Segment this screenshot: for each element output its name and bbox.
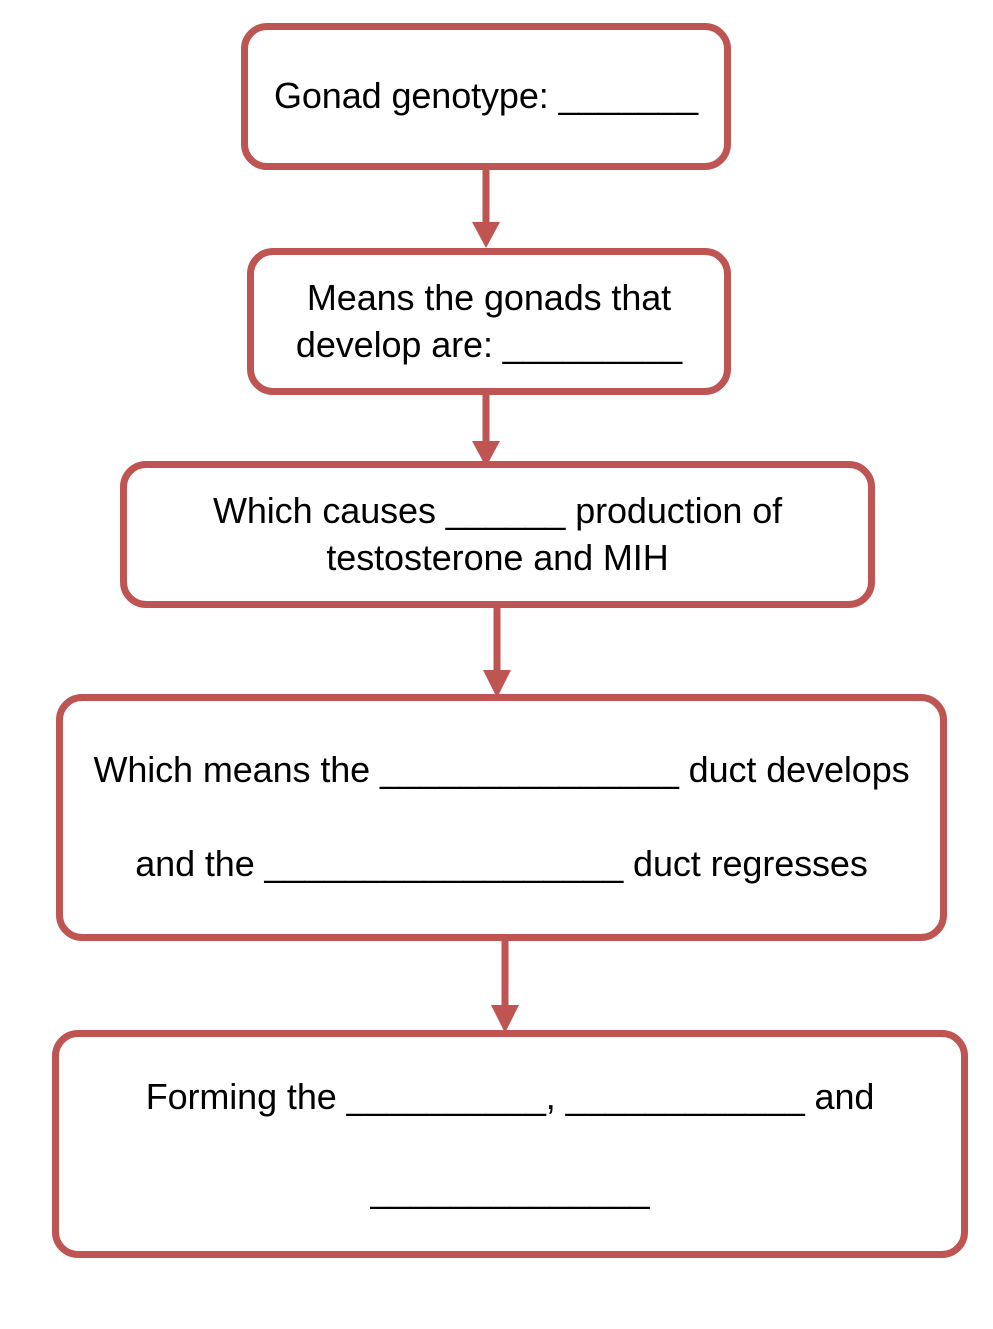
node-text-line: Which means the _______________ duct dev… [93,749,910,791]
flowchart-node-gonads-that-develop[interactable]: Means the gonads that develop are: _____… [247,248,731,395]
node-text-line: ______________ [370,1169,650,1211]
flowchart-node-duct-development[interactable]: Which means the _______________ duct dev… [56,694,947,941]
flowchart-node-structures-formed[interactable]: Forming the __________, ____________ and… [52,1030,968,1258]
arrow-4-to-5 [487,941,523,1033]
node-text-line: Means the gonads that [306,277,672,319]
node-text-line: Forming the __________, ____________ and [145,1075,875,1117]
node-text-line: Which causes ______ production of [212,490,783,532]
node-text-line: and the __________________ duct regresse… [135,842,868,884]
flowchart-node-gonad-genotype[interactable]: Gonad genotype: _______ [241,23,731,170]
node-text-line: develop are: _________ [295,323,683,365]
flowchart-node-hormone-production[interactable]: Which causes ______ production of testos… [120,461,875,608]
arrow-1-to-2 [468,170,504,248]
arrow-2-to-3 [468,395,504,467]
arrow-3-to-4 [479,608,515,698]
node-text-line: Gonad genotype: _______ [273,75,699,117]
node-text-line: testosterone and MIH [326,536,669,578]
